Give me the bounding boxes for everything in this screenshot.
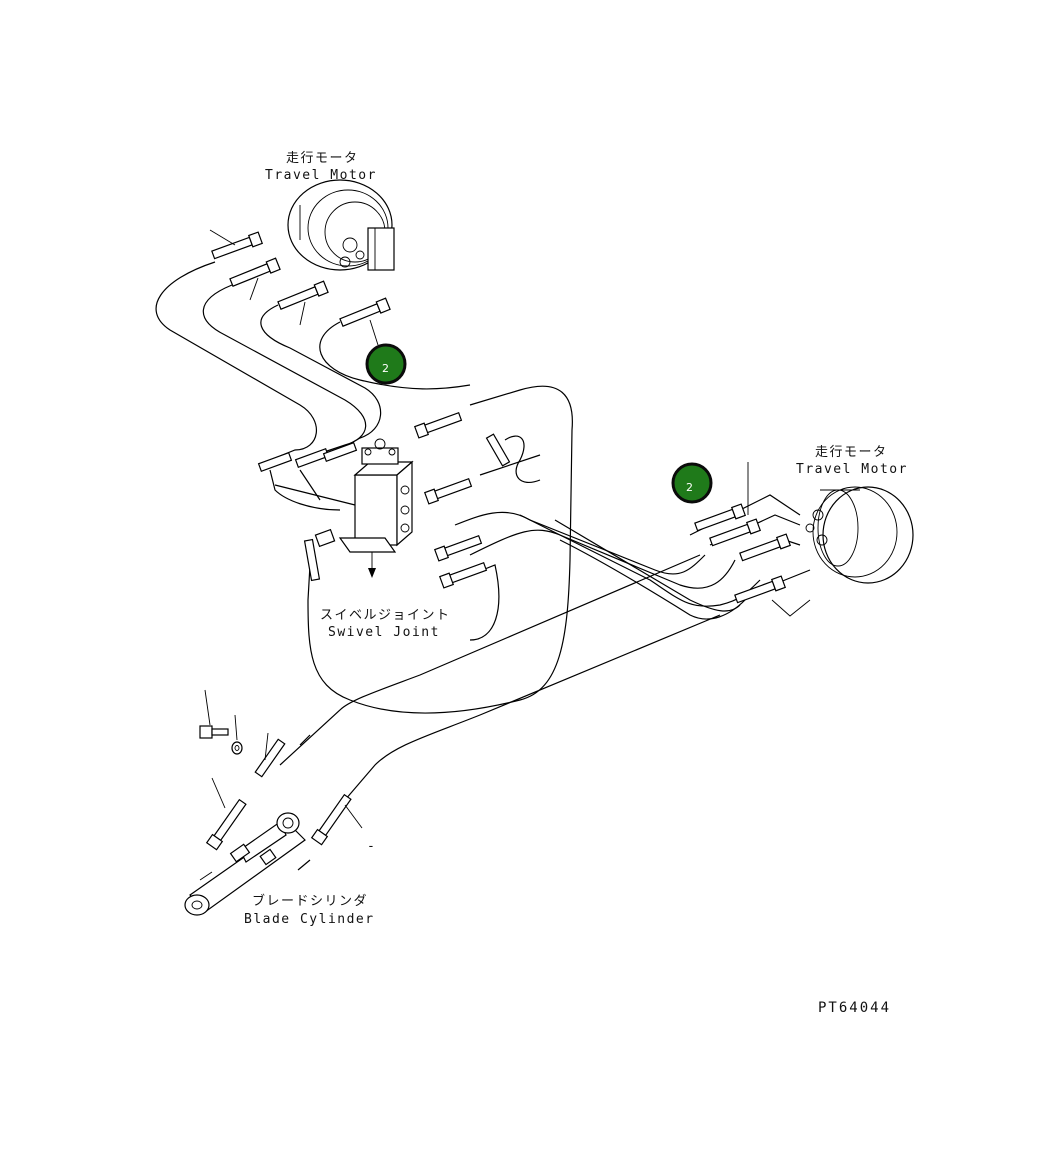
fitting bbox=[739, 533, 792, 562]
drawing-code: PT64044 bbox=[818, 1000, 891, 1016]
fitting bbox=[310, 793, 352, 846]
callout-2-right[interactable]: 2 bbox=[671, 462, 713, 504]
blade-cylinder bbox=[184, 812, 306, 916]
blade-cylinder-label-en: Blade Cylinder bbox=[244, 912, 375, 927]
callout-number: 2 bbox=[382, 362, 389, 375]
travel-motor-right-label-jp: 走行モータ bbox=[815, 445, 888, 460]
fitting bbox=[694, 503, 747, 532]
callout-2-top[interactable]: 2 bbox=[365, 343, 407, 385]
fitting bbox=[485, 433, 511, 467]
travel-motor-right bbox=[805, 486, 914, 584]
dash-mark: - bbox=[367, 839, 376, 854]
fitting bbox=[423, 477, 473, 505]
fitting bbox=[438, 561, 488, 589]
callout-circle[interactable] bbox=[365, 343, 407, 385]
swivel-joint bbox=[338, 438, 414, 578]
bolt bbox=[199, 725, 229, 739]
washer bbox=[231, 741, 243, 755]
blade-cylinder-label-jp: ブレードシリンダ bbox=[252, 893, 368, 909]
hose-fittings bbox=[199, 231, 792, 851]
fitting bbox=[303, 538, 321, 582]
fitting bbox=[211, 231, 264, 260]
fitting bbox=[433, 534, 483, 562]
swivel-joint-label-jp: スイベルジョイント bbox=[320, 608, 451, 623]
fitting bbox=[257, 451, 293, 473]
fitting bbox=[229, 257, 281, 287]
swivel-joint-label-en: Swivel Joint bbox=[328, 625, 440, 640]
leader-lines bbox=[204, 229, 811, 829]
travel-motor-top-label-en: Travel Motor bbox=[265, 168, 377, 183]
callout-circle[interactable] bbox=[671, 462, 713, 504]
fitting bbox=[413, 411, 463, 439]
fitting bbox=[709, 518, 762, 547]
travel-motor-top bbox=[287, 179, 395, 271]
fitting bbox=[322, 441, 358, 463]
fitting bbox=[339, 297, 391, 327]
fitting bbox=[277, 280, 329, 310]
fitting bbox=[205, 798, 247, 851]
hydraulic-hoses bbox=[155, 261, 811, 871]
callout-number: 2 bbox=[686, 481, 693, 494]
travel-motor-right-label-en: Travel Motor bbox=[796, 462, 908, 477]
fitting bbox=[314, 528, 336, 548]
fitting bbox=[254, 738, 286, 778]
fitting bbox=[734, 575, 787, 604]
travel-motor-top-label-jp: 走行モータ bbox=[286, 151, 359, 166]
fitting bbox=[294, 447, 330, 469]
